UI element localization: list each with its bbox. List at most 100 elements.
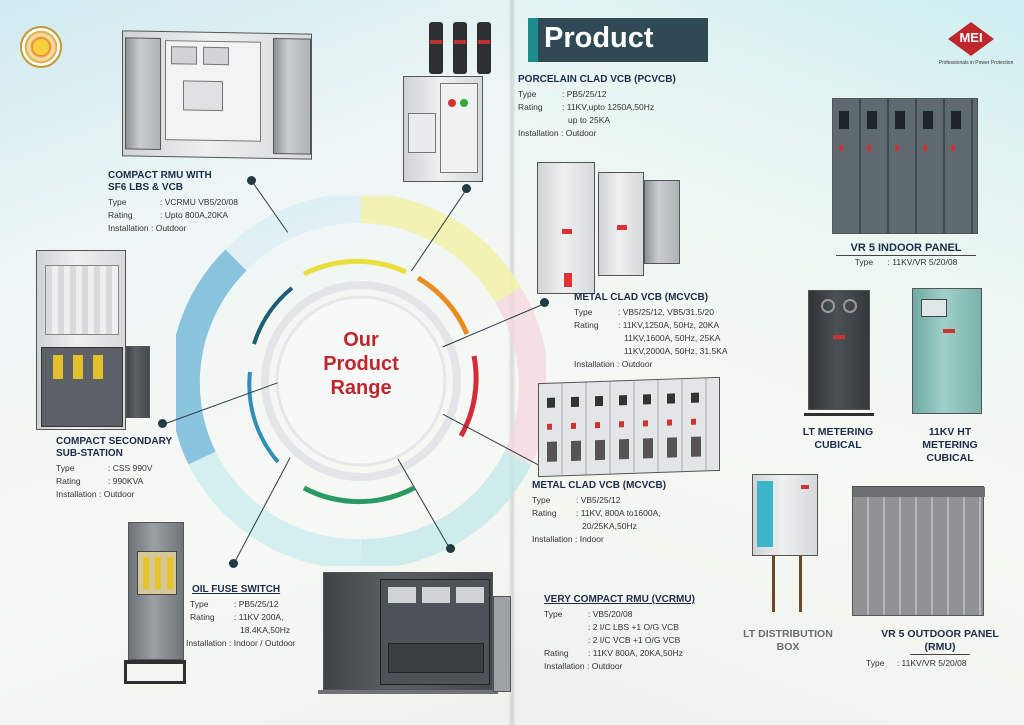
- oil-fuse-switch-stand: [124, 660, 186, 684]
- vcrmu-open-door: [493, 596, 511, 692]
- mcvcb1-type-value: : VB5/25/12, VB5/31.5/20: [618, 307, 714, 317]
- vr5-outdoor-type-label: Type: [866, 658, 885, 668]
- lt-metering-caption: LT METERING CUBICAL: [790, 426, 886, 452]
- css-type-value: : CSS 990V: [108, 463, 153, 473]
- product-title: Product: [544, 22, 654, 54]
- ofs-installation: Installation : Indoor / Outdoor: [186, 638, 296, 648]
- pin-vcrmu: [446, 544, 455, 553]
- lt-distribution-line1: LT DISTRIBUTION: [743, 628, 833, 640]
- css-installation: Installation : Outdoor: [56, 489, 135, 499]
- mcvcb-indoor-lineup-image: [538, 376, 720, 478]
- mcvcb1-spec: METAL CLAD VCB (MCVCB) Type : VB5/25/12, …: [574, 292, 754, 371]
- ofs-type-label: Type: [190, 599, 209, 609]
- lt-distribution-caption: LT DISTRIBUTION BOX: [740, 628, 836, 654]
- vr5-outdoor-line2: (RMU): [910, 641, 970, 655]
- oil-fuse-switch-spec: OIL FUSE SWITCH Type: PB5/25/12 Rating: …: [186, 584, 336, 650]
- lt-distribution-line2: BOX: [776, 641, 800, 653]
- compact-rmu-title2: SF6 LBS & VCB: [108, 182, 184, 193]
- mcvcb2-type-value: : VB5/25/12: [576, 495, 621, 505]
- lt-metering-cubical-image: [808, 290, 870, 410]
- pcvcb-type-value: : PB5/25/12: [562, 89, 607, 99]
- css-rating-value: : 990KVA: [108, 476, 144, 486]
- pcvcb-type-label: Type: [518, 89, 537, 99]
- center-line3: Range: [330, 377, 392, 399]
- css-type-label: Type: [56, 463, 75, 473]
- lt-distribution-stand: [772, 556, 802, 612]
- mcvcb2-spec: METAL CLAD VCB (MCVCB) Type : VB5/25/12 R…: [532, 480, 712, 546]
- mcvcb1-installation: Installation : Outdoor: [574, 359, 653, 369]
- vr5-indoor-type-value: : 11KV/VR 5/20/08: [887, 257, 958, 267]
- product-header-bar: Product: [528, 18, 708, 62]
- mcvcb1-rating-value2: 11KV,1600A, 50Hz, 25KA: [624, 333, 721, 343]
- mcvcb1-title: METAL CLAD VCB (MCVCB): [574, 292, 709, 303]
- pin-rmu: [247, 176, 256, 185]
- vr5-outdoor-type-value: : 11KV/VR 5/20/08: [896, 658, 967, 668]
- rmu-type-label: Type: [108, 197, 127, 207]
- mcvcb2-title: METAL CLAD VCB (MCVCB): [532, 480, 667, 491]
- mcvcb2-installation: Installation : Indoor: [532, 534, 604, 544]
- mcvcb2-rating-label: Rating: [532, 508, 557, 518]
- vcrmu-installation: Installation : Outdoor: [544, 661, 623, 671]
- ofs-rating-value2: 18.4KA,50Hz: [240, 625, 291, 635]
- vcrmu-line3: : 2 I/C VCB +1 O/G VCB: [588, 635, 681, 645]
- css-rating-label: Rating: [56, 476, 81, 486]
- mcvcb1-rating-value1: : 11KV,1250A, 50Hz, 20KA: [618, 320, 720, 330]
- rmu-type-value: : VCRMU VB5/20/08: [160, 197, 238, 207]
- ofs-title: OIL FUSE SWITCH: [192, 584, 281, 595]
- oil-fuse-switch-image: [128, 522, 184, 660]
- lt-distribution-box-image: [752, 474, 818, 556]
- vcrmu-type-label: Type: [544, 609, 563, 619]
- center-heading: Our Product Range: [291, 328, 431, 400]
- pcvcb-rating-label: Rating: [518, 102, 543, 112]
- lt-metering-stand: [804, 406, 874, 416]
- vcrmu-title: VERY COMPACT RMU (VCRMU): [544, 594, 695, 605]
- pcvcb-rating-value1: : 11KV,upto 1250A,50Hz: [562, 102, 655, 112]
- control-cabinet-image: [403, 76, 483, 182]
- center-line1: Our: [343, 329, 379, 351]
- mcvcb-outdoor-image-3: [644, 180, 680, 264]
- mcvcb1-rating-value3: 11KV,2000A, 50Hz, 31.5KA: [624, 346, 728, 356]
- pin-css: [158, 419, 167, 428]
- vr5-indoor-title: VR 5 INDOOR PANEL: [850, 242, 962, 254]
- breaker-poles-image: [425, 18, 497, 78]
- mcvcb1-type-label: Type: [574, 307, 593, 317]
- pcvcb-rating-value2: up to 25KA: [568, 115, 611, 125]
- lt-metering-line2: CUBICAL: [814, 439, 862, 451]
- vr5-outdoor-caption: VR 5 OUTDOOR PANEL (RMU) Type : 11KV/VR …: [866, 628, 1014, 670]
- vcrmu-rating-value: : 11KV 800A, 20KA,50Hz: [588, 648, 683, 658]
- ofs-rating-label: Rating: [190, 612, 215, 622]
- vcrmu-base: [318, 690, 498, 694]
- mcvcb-outdoor-image-2: [598, 172, 644, 276]
- karnataka-emblem-icon: [20, 26, 62, 68]
- mcvcb2-rating-value1: : 11KV, 800A to1600A,: [576, 508, 661, 518]
- css-title2: SUB-STATION: [56, 448, 123, 459]
- page-fold: [508, 0, 516, 725]
- vr5-outdoor-line1: VR 5 OUTDOOR PANEL: [881, 628, 999, 640]
- ofs-rating-value1: : 11KV 200A,: [234, 612, 284, 622]
- lt-metering-line1: LT METERING: [802, 426, 874, 438]
- pcvcb-title: PORCELAIN CLAD VCB (PCVCB): [518, 74, 676, 85]
- css-title1: COMPACT SECONDARY: [56, 436, 173, 447]
- rmu-installation: Installation : Outdoor: [108, 223, 187, 233]
- mei-logo-text: MEI: [959, 30, 983, 45]
- ht-metering-line2: METERING: [922, 439, 978, 451]
- substation-side-panel-image: [126, 346, 150, 418]
- rmu-rating-label: Rating: [108, 210, 133, 220]
- mcvcb2-type-label: Type: [532, 495, 551, 505]
- vcrmu-image: [323, 572, 493, 690]
- vr5-indoor-type-label: Type: [854, 257, 874, 267]
- vr5-indoor-panel-image: [832, 98, 978, 234]
- pin-top: [462, 184, 471, 193]
- vr5-indoor-spec: VR 5 INDOOR PANEL Type : 11KV/VR 5/20/08: [836, 242, 976, 269]
- mcvcb-outdoor-image-1: [537, 162, 595, 294]
- compact-rmu-image: [122, 30, 312, 160]
- compact-substation-image: [36, 250, 126, 430]
- center-line2: Product: [323, 353, 399, 375]
- ht-metering-caption: 11KV HT METERING CUBICAL: [904, 426, 996, 465]
- mei-tagline: Professionals in Power Protection: [938, 60, 1014, 66]
- compact-substation-spec: COMPACT SECONDARY SUB-STATION Type : CSS …: [56, 436, 206, 501]
- vcrmu-spec: VERY COMPACT RMU (VCRMU) Type : VB5/20/08…: [544, 594, 734, 673]
- vcrmu-type-value: : VB5/20/08: [588, 609, 633, 619]
- pin-mcvcb1: [540, 298, 549, 307]
- mcvcb1-rating-label: Rating: [574, 320, 599, 330]
